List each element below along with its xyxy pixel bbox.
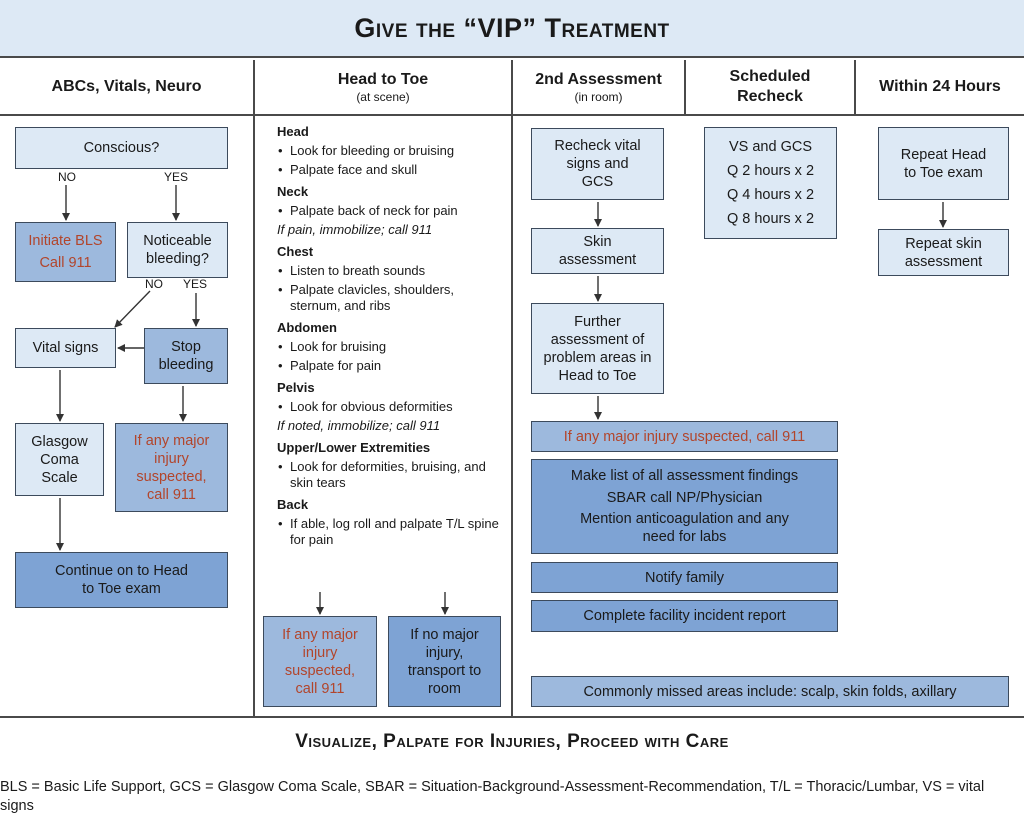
continue-label: Continue on to Head to Toe exam	[54, 563, 188, 597]
column-header-label: Head to Toe	[337, 71, 429, 88]
continue-box: Continue on to Head to Toe exam	[15, 552, 228, 608]
checklist-heading: Back	[277, 497, 309, 512]
incident-report-label: Complete facility incident report	[583, 608, 786, 624]
column-header-label: 2nd Assessment	[535, 71, 662, 88]
vital-signs-box: Vital signs	[15, 328, 116, 368]
column-divider	[684, 60, 686, 116]
column-header-label: Within 24 Hours	[879, 78, 1001, 95]
checklist-item: Look for bleeding or bruising	[277, 143, 507, 159]
major-injury-label: If any major injury suspected, call 911	[282, 626, 358, 697]
checklist-item: Palpate face and skull	[277, 162, 507, 178]
major-injury-box: If any major injury suspected, call 911	[263, 616, 377, 707]
column-header-within-24: Within 24 Hours	[856, 60, 1024, 116]
repeat-head-to-toe-box: Repeat Head to Toe exam	[878, 127, 1009, 200]
list-findings-label: Make list of all assessment findings	[570, 468, 799, 485]
initiate-bls-label: Initiate BLS	[28, 233, 103, 249]
head-to-toe-checklist: HeadLook for bleeding or bruisingPalpate…	[277, 124, 507, 548]
checklist-item: Palpate clavicles, shoulders, sternum, a…	[277, 282, 507, 314]
abbreviations-note: BLS = Basic Life Support, GCS = Glasgow …	[0, 779, 985, 814]
bottom-rule	[0, 716, 1024, 718]
initiate-bls-box: Initiate BLS Call 911	[15, 222, 116, 282]
yes-label: YES	[164, 170, 189, 184]
column-header-abcs: ABCs, Vitals, Neuro	[0, 60, 253, 116]
checklist-item: Look for bruising	[277, 339, 507, 355]
notify-family-label: Notify family	[645, 569, 724, 586]
title-bar: Give the “VIP” Treatment	[0, 0, 1024, 58]
column-header-head-to-toe: Head to Toe (at scene)	[255, 60, 511, 116]
missed-areas-label: Commonly missed areas include: scalp, sk…	[583, 683, 957, 700]
stop-bleeding-label: Stop bleeding	[158, 339, 214, 373]
notify-family-box: Notify family	[531, 562, 838, 593]
page-title: Give the “VIP” Treatment	[354, 12, 670, 43]
repeat-skin-label: Repeat skin assessment	[904, 235, 983, 270]
footer-tagline: Visualize, Palpate for Injuries, Proceed…	[295, 731, 729, 752]
checklist-item: Palpate for pain	[277, 358, 507, 374]
column-divider	[854, 60, 856, 116]
noticeable-bleeding-box: Noticeable bleeding?	[127, 222, 228, 278]
column-header-label: Scheduled Recheck	[729, 68, 811, 105]
scheduled-recheck-box: VS and GCS Q 2 hours x 2 Q 4 hours x 2 Q…	[704, 127, 837, 239]
recheck-line: Q 4 hours x 2	[726, 187, 815, 203]
checklist-heading: Chest	[277, 244, 314, 259]
checklist-heading: Pelvis	[277, 380, 315, 395]
further-assessment-label: Further assessment of problem areas in H…	[543, 313, 652, 384]
checklist-item: If able, log roll and palpate T/L spine …	[277, 516, 507, 548]
column-divider	[511, 60, 513, 718]
checklist-heading: Head	[277, 124, 309, 139]
column-header-label: ABCs, Vitals, Neuro	[51, 78, 202, 95]
conscious-box: Conscious?	[15, 127, 228, 169]
conscious-label: Conscious?	[83, 140, 160, 156]
findings-box: Make list of all assessment findings SBA…	[531, 459, 838, 554]
major-injury-label: If any major injury suspected, call 911	[133, 432, 210, 503]
no-label: NO	[145, 277, 163, 291]
recheck-vitals-label: Recheck vital signs and GCS	[554, 138, 641, 190]
recheck-line: Q 8 hours x 2	[726, 211, 815, 227]
checklist-note: If pain, immobilize; call 911	[277, 222, 433, 237]
major-injury-box: If any major injury suspected, call 911	[531, 421, 838, 452]
checklist-heading: Abdomen	[277, 320, 337, 335]
recheck-line: Q 2 hours x 2	[726, 163, 815, 179]
incident-report-box: Complete facility incident report	[531, 600, 838, 632]
column-divider	[253, 60, 255, 718]
repeat-head-to-toe-label: Repeat Head to Toe exam	[900, 146, 987, 181]
yes-label: YES	[183, 277, 208, 291]
further-assessment-box: Further assessment of problem areas in H…	[531, 303, 664, 394]
vital-signs-label: Vital signs	[32, 340, 99, 356]
column-header-2nd-assessment: 2nd Assessment (in room)	[513, 60, 684, 116]
glasgow-coma-scale-box: Glasgow Coma Scale	[15, 423, 104, 496]
missed-areas-box: Commonly missed areas include: scalp, sk…	[531, 676, 1009, 707]
noticeable-bleeding-label: Noticeable bleeding?	[143, 233, 212, 267]
checklist-item: Listen to breath sounds	[277, 263, 507, 279]
repeat-skin-box: Repeat skin assessment	[878, 229, 1009, 276]
sbar-label: SBAR call NP/Physician	[606, 489, 763, 506]
checklist-item: Palpate back of neck for pain	[277, 203, 507, 219]
stop-bleeding-box: Stop bleeding	[144, 328, 228, 384]
checklist-note: If noted, immobilize; call 911	[277, 418, 441, 433]
checklist-heading: Neck	[277, 184, 309, 199]
glasgow-coma-scale-label: Glasgow Coma Scale	[31, 433, 88, 486]
recheck-line: VS and GCS	[728, 139, 812, 155]
checklist-item: Look for deformities, bruising, and skin…	[277, 459, 507, 491]
major-injury-label: If any major injury suspected, call 911	[563, 428, 806, 445]
major-injury-box: If any major injury suspected, call 911	[115, 423, 228, 512]
skin-assessment-label: Skin assessment	[558, 234, 637, 268]
column-header-sub: (at scene)	[356, 90, 410, 104]
no-label: NO	[58, 170, 76, 184]
arrow-no-to-vitals	[114, 290, 151, 328]
checklist-heading: Upper/Lower Extremities	[277, 440, 431, 455]
no-major-injury-box: If no major injury, transport to room	[388, 616, 501, 707]
recheck-vitals-box: Recheck vital signs and GCS	[531, 128, 664, 200]
column-header-scheduled-recheck: Scheduled Recheck	[686, 60, 854, 116]
anticoagulation-label: Mention anticoagulation and any need for…	[580, 510, 789, 545]
column-header-sub: (in room)	[574, 90, 623, 104]
skin-assessment-box: Skin assessment	[531, 228, 664, 274]
no-major-injury-label: If no major injury, transport to room	[407, 626, 482, 697]
checklist-item: Look for obvious deformities	[277, 399, 507, 415]
call-911-label: Call 911	[39, 255, 92, 271]
